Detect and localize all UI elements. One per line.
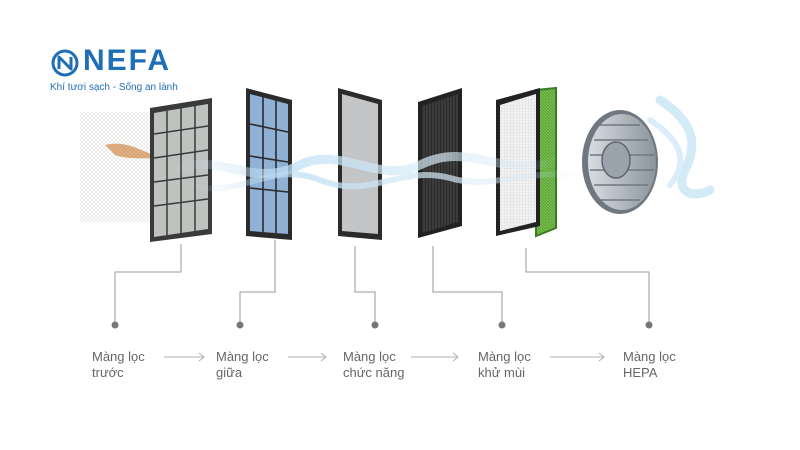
label-functional-filter-line1: Màng lọc [343,349,404,365]
label-middle-filter: Màng lọc giữa [216,349,269,381]
label-functional-filter-line2: chức năng [343,365,404,381]
label-pre-filter-line2: trước [92,365,145,381]
label-deodorizing-filter-line1: Màng lọc [478,349,531,365]
label-pre-filter: Màng lọc trước [92,349,145,381]
connectors [115,240,649,323]
connector-functional [355,246,375,323]
connector-dots [112,322,653,329]
dot-deodorizing [499,322,506,329]
dot-hepa [646,322,653,329]
connector-middle [240,240,275,323]
label-middle-filter-line1: Màng lọc [216,349,269,365]
label-hepa-filter-line2: HEPA [623,365,676,381]
arrow-3 [411,353,458,361]
dot-functional [372,322,379,329]
label-functional-filter: Màng lọc chức năng [343,349,404,381]
label-hepa-filter: Màng lọc HEPA [623,349,676,381]
connector-hepa [526,248,649,323]
label-deodorizing-filter-line2: khử mùi [478,365,531,381]
label-middle-filter-line2: giữa [216,365,269,381]
filter-middle [246,88,292,240]
arrow-1 [164,353,204,361]
arrow-4 [550,353,604,361]
label-pre-filter-line1: Màng lọc [92,349,145,365]
arrow-2 [288,353,326,361]
dot-pre [112,322,119,329]
fan-icon [582,110,658,214]
connector-deodorizing [433,246,502,323]
dot-middle [237,322,244,329]
label-deodorizing-filter: Màng lọc khử mùi [478,349,531,381]
label-hepa-filter-line1: Màng lọc [623,349,676,365]
connector-pre [115,244,181,323]
